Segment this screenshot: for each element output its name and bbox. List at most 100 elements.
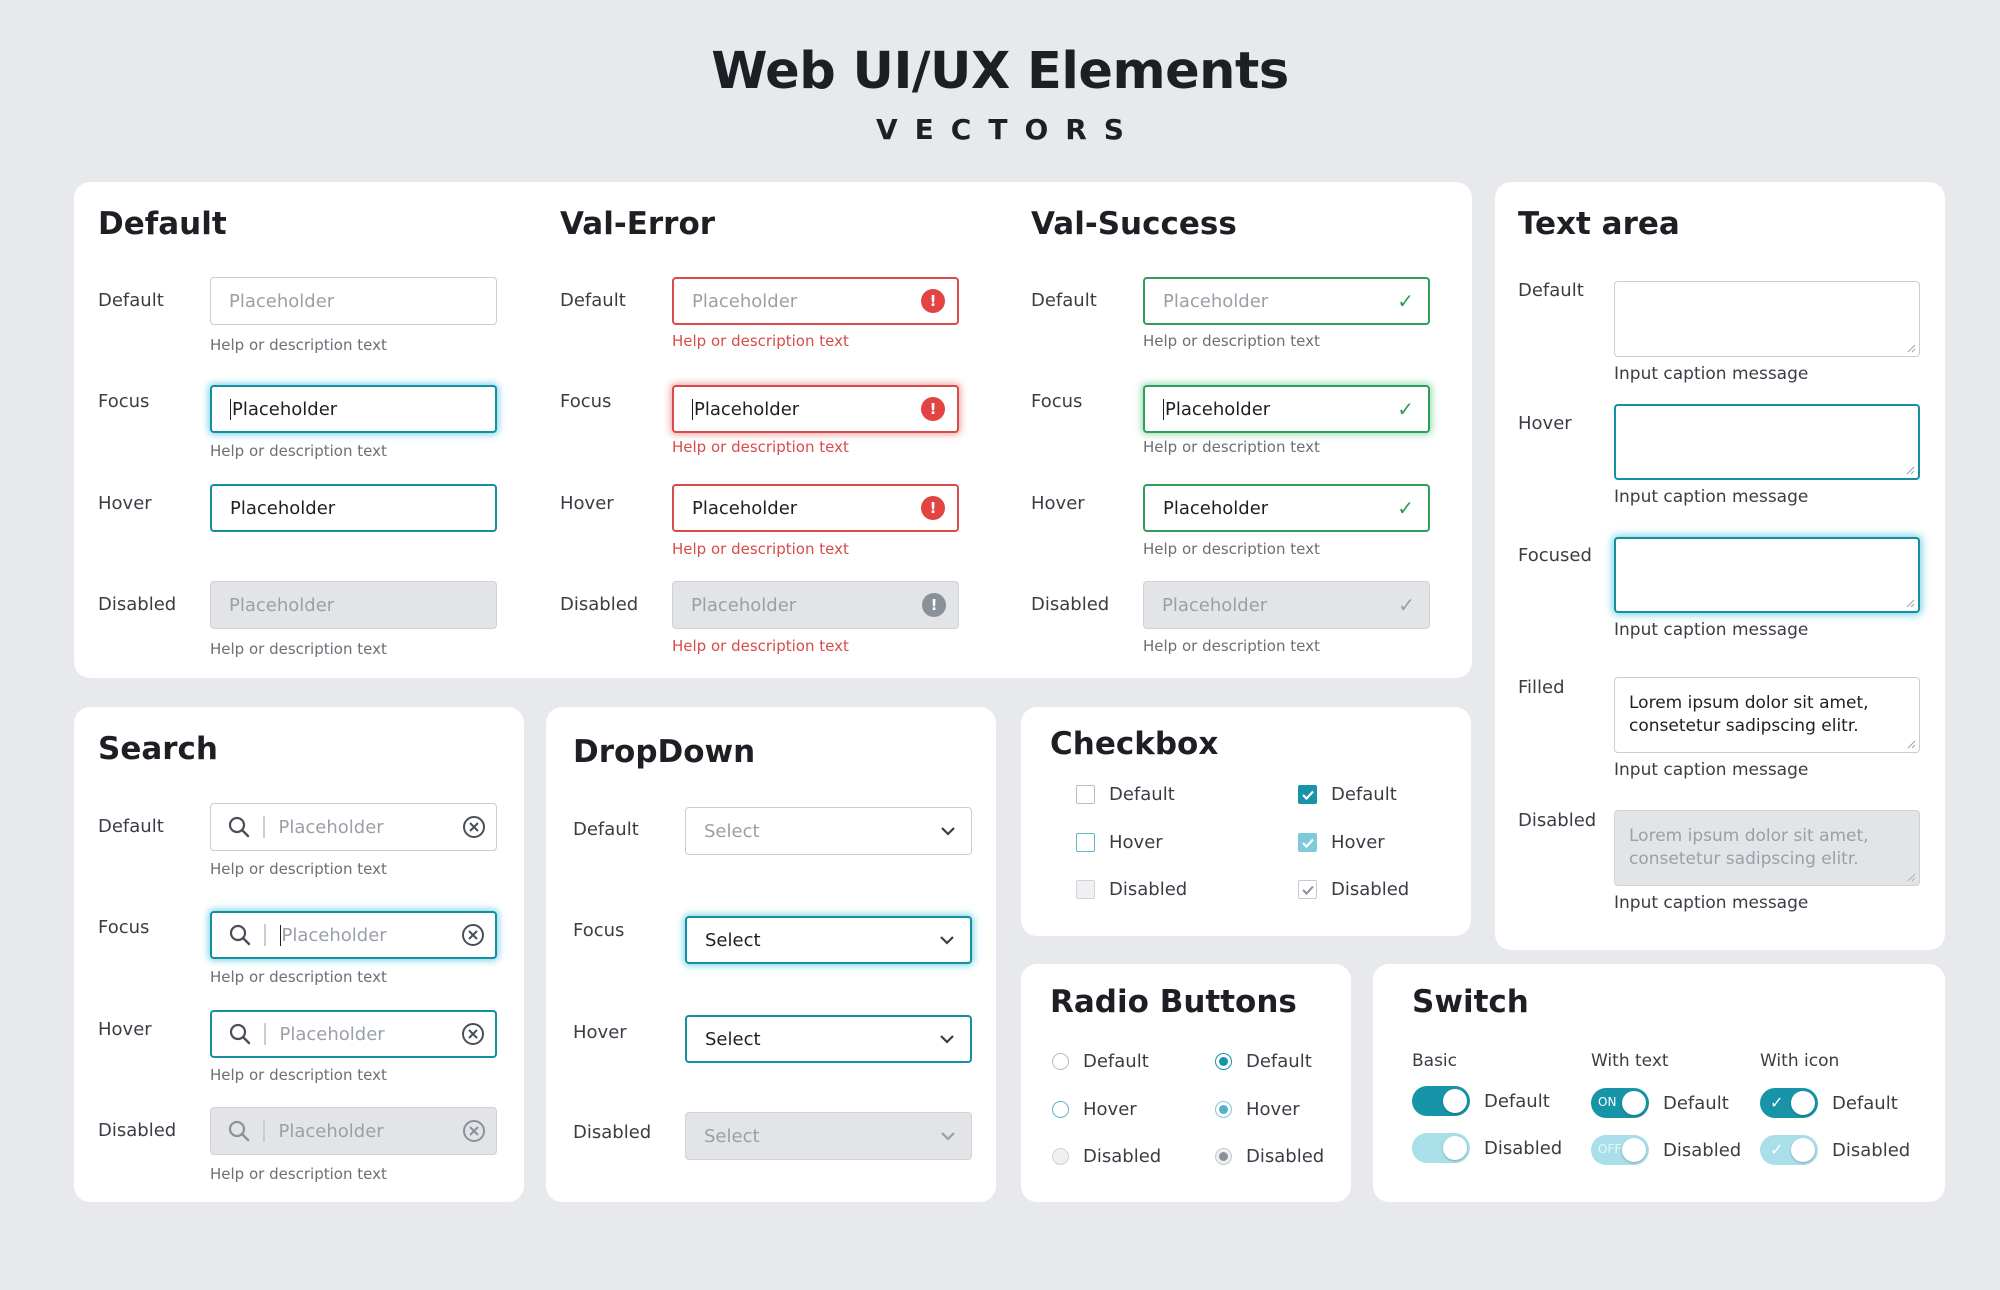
radio-unselected-default[interactable]: Default [1052, 1051, 1149, 1072]
help-text: Help or description text [1143, 540, 1320, 558]
chevron-down-icon [941, 1132, 955, 1141]
help-text: Help or description text [210, 968, 387, 986]
help-text: Help or description text [210, 442, 387, 460]
default-section-title: Default [98, 206, 227, 242]
search-card: Search Default Placeholder Help or descr… [74, 707, 524, 1202]
checkbox-card: Checkbox Default Hover Disabled Default … [1021, 707, 1471, 936]
row-label-hover: Hover [98, 493, 152, 514]
error-input-hover[interactable]: Placeholder! [672, 484, 959, 532]
check-icon: ✓ [1397, 289, 1414, 313]
search-divider [264, 1023, 266, 1045]
textarea-filled[interactable]: Lorem ipsum dolor sit amet, consetetur s… [1614, 677, 1920, 753]
error-section-title: Val-Error [560, 206, 716, 242]
clear-icon[interactable] [462, 815, 486, 839]
search-divider [263, 816, 265, 838]
error-input-disabled: Placeholder! [672, 581, 959, 629]
textarea-caption: Input caption message [1614, 620, 1809, 640]
toggle-switch [1412, 1133, 1470, 1163]
checkbox-checked-disabled: Disabled [1298, 879, 1409, 900]
switch-icon-disabled: ✓Disabled [1760, 1135, 1910, 1165]
error-icon: ! [921, 496, 945, 520]
row-label-default: Default [1031, 290, 1097, 311]
error-icon: ! [921, 289, 945, 313]
error-input-default[interactable]: Placeholder! [672, 277, 959, 325]
textarea-filled-value: Lorem ipsum dolor sit amet, consetetur s… [1629, 693, 1869, 736]
error-help-text: Help or description text [672, 637, 849, 655]
default-input-default[interactable]: Placeholder [210, 277, 497, 325]
radio-unselected-hover[interactable]: Hover [1052, 1099, 1137, 1120]
error-icon: ! [922, 593, 946, 617]
clear-icon [463, 1120, 485, 1142]
radio-circle [1052, 1148, 1069, 1165]
clear-icon[interactable] [461, 1022, 485, 1046]
checkbox-box[interactable] [1076, 833, 1095, 852]
row-label-filled: Filled [1518, 677, 1565, 698]
textarea-hover[interactable] [1614, 404, 1920, 480]
dropdown-default[interactable]: Select [685, 807, 972, 855]
default-input-hover[interactable]: Placeholder [210, 484, 497, 532]
search-input-focus[interactable]: Placeholder [210, 911, 497, 959]
textarea-disabled-value: Lorem ipsum dolor sit amet, consetetur s… [1629, 826, 1869, 869]
textarea-default[interactable] [1614, 281, 1920, 357]
row-label-hover: Hover [560, 493, 614, 514]
row-label-focus: Focus [1031, 391, 1083, 412]
dropdown-disabled: Select [685, 1112, 972, 1160]
resize-grip-icon[interactable] [1905, 465, 1915, 475]
help-text: Help or description text [210, 640, 387, 658]
success-input-hover[interactable]: Placeholder✓ [1143, 484, 1430, 532]
dropdown-focus[interactable]: Select [685, 916, 972, 964]
switch-column-basic: Basic [1412, 1051, 1458, 1071]
row-label-focus: Focus [98, 391, 150, 412]
switch-basic-default[interactable]: Default [1412, 1086, 1550, 1116]
row-label-default: Default [560, 290, 626, 311]
clear-icon[interactable] [461, 923, 485, 947]
success-input-default[interactable]: Placeholder✓ [1143, 277, 1430, 325]
switch-basic-disabled: Disabled [1412, 1133, 1562, 1163]
success-input-focus[interactable]: Placeholder✓ [1143, 385, 1430, 433]
row-label-disabled: Disabled [1518, 810, 1597, 831]
textarea-caption: Input caption message [1614, 487, 1809, 507]
checkbox-box[interactable] [1298, 833, 1317, 852]
radio-circle[interactable] [1215, 1101, 1232, 1118]
resize-grip-icon [1907, 873, 1916, 882]
success-input-disabled: Placeholder✓ [1143, 581, 1430, 629]
search-input-default[interactable]: Placeholder [210, 803, 497, 851]
toggle-switch[interactable]: ON [1591, 1088, 1649, 1118]
default-input-focus[interactable]: Placeholder [210, 385, 497, 433]
search-input-hover[interactable]: Placeholder [210, 1010, 497, 1058]
checkbox-box[interactable] [1076, 785, 1095, 804]
toggle-switch[interactable]: ✓ [1760, 1088, 1818, 1118]
help-text: Help or description text [1143, 637, 1320, 655]
row-label-focus: Focus [98, 917, 150, 938]
textarea-focused[interactable] [1614, 537, 1920, 613]
radio-selected-default[interactable]: Default [1215, 1051, 1312, 1072]
checkbox-checked-hover[interactable]: Hover [1298, 832, 1385, 853]
checkbox-unchecked-disabled: Disabled [1076, 879, 1187, 900]
checkbox-checked-default[interactable]: Default [1298, 784, 1397, 805]
resize-grip-icon[interactable] [1906, 739, 1916, 749]
row-label-focus: Focus [573, 920, 625, 941]
error-input-focus[interactable]: Placeholder! [672, 385, 959, 433]
search-icon [228, 816, 250, 838]
checkbox-box[interactable] [1298, 785, 1317, 804]
row-label-default: Default [98, 816, 164, 837]
help-text: Help or description text [210, 1165, 387, 1183]
row-label-disabled: Disabled [1031, 594, 1110, 615]
resize-grip-icon[interactable] [1906, 343, 1916, 353]
switch-icon-default[interactable]: ✓Default [1760, 1088, 1898, 1118]
dropdown-hover[interactable]: Select [685, 1015, 972, 1063]
row-label-hover: Hover [1518, 413, 1572, 434]
success-section-title: Val-Success [1031, 206, 1237, 242]
toggle-switch[interactable] [1412, 1086, 1470, 1116]
radio-circle[interactable] [1052, 1101, 1069, 1118]
checkmark-icon [1301, 885, 1314, 895]
checkbox-unchecked-hover[interactable]: Hover [1076, 832, 1163, 853]
radio-selected-hover[interactable]: Hover [1215, 1099, 1300, 1120]
row-label-disabled: Disabled [560, 594, 639, 615]
checkbox-box [1298, 880, 1317, 899]
radio-circle[interactable] [1215, 1053, 1232, 1070]
radio-circle[interactable] [1052, 1053, 1069, 1070]
resize-grip-icon[interactable] [1905, 598, 1915, 608]
checkbox-unchecked-default[interactable]: Default [1076, 784, 1175, 805]
